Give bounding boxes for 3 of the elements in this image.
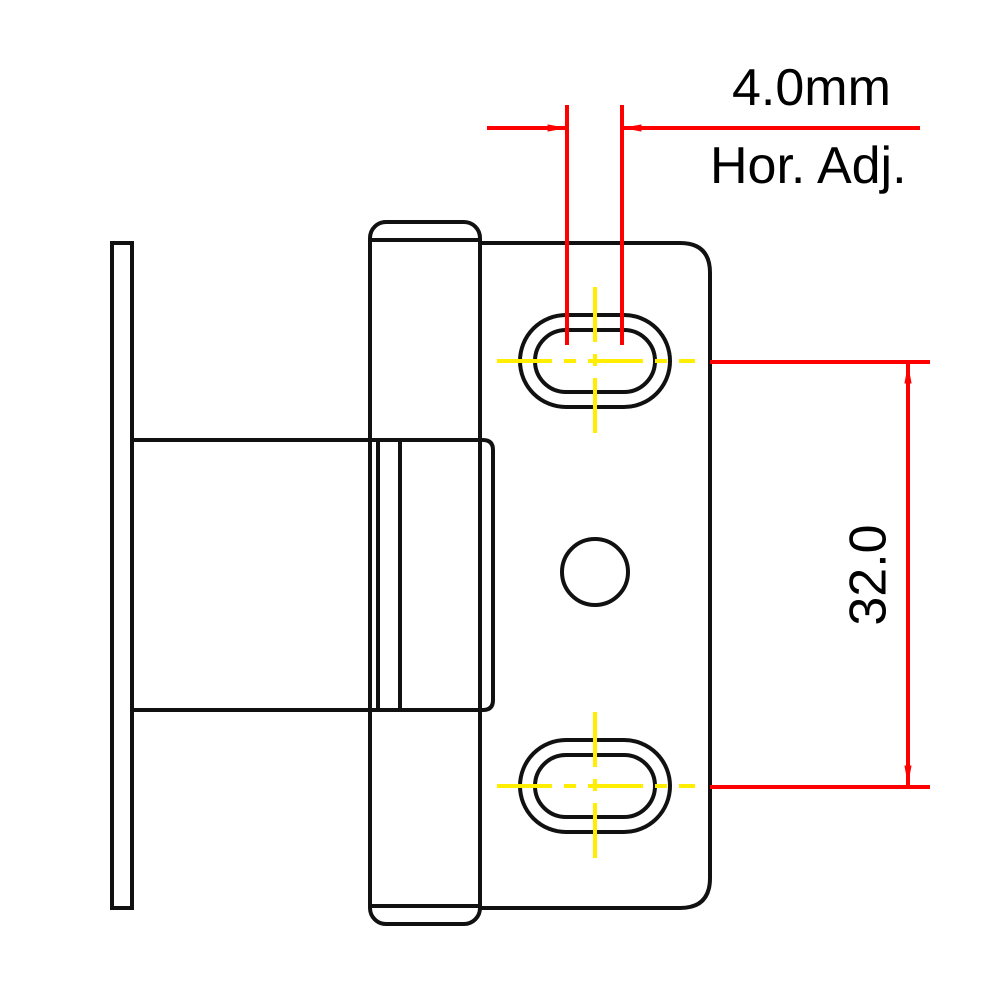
dimension-label: 4.0mm <box>732 62 891 114</box>
note-text: Hor. Adj. <box>710 140 907 192</box>
dimension-label: 32.0 <box>842 524 894 626</box>
